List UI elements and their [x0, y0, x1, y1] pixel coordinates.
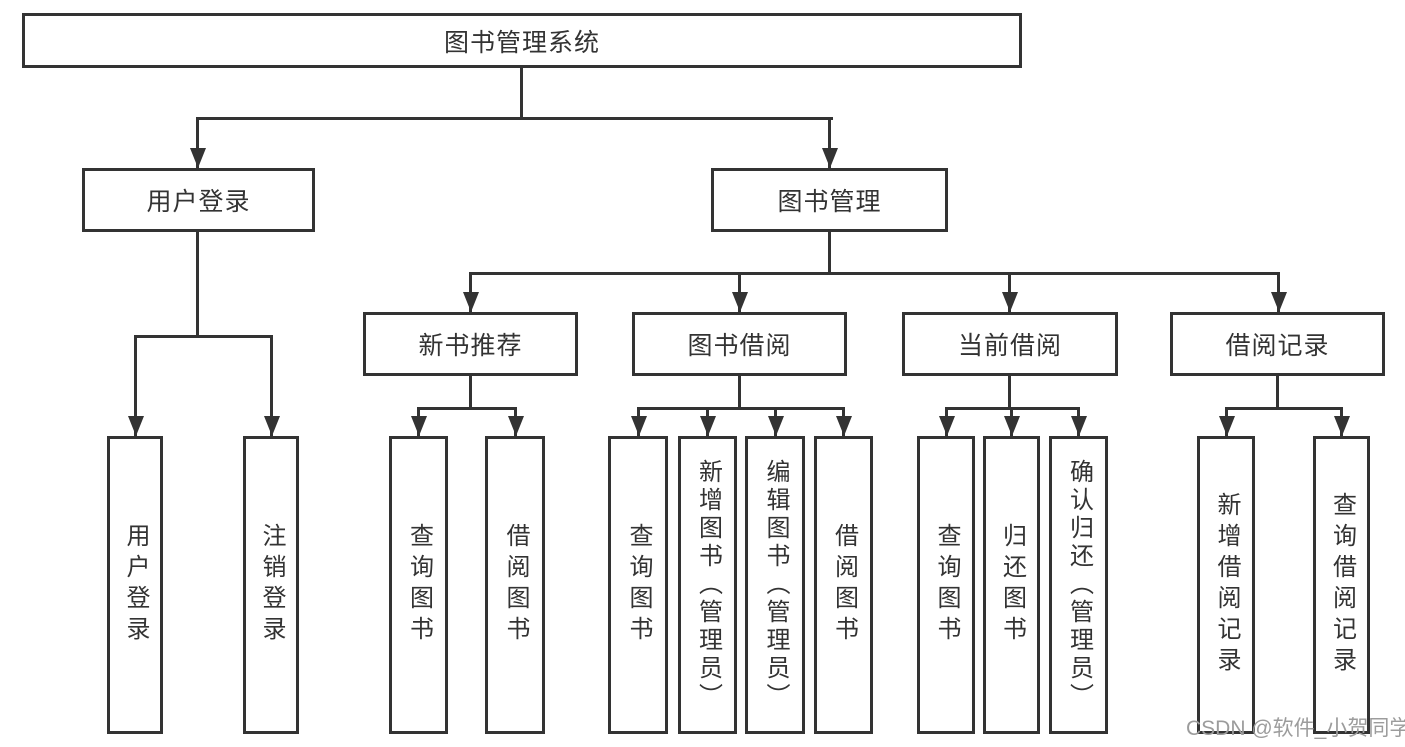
connector-arrow-down	[270, 335, 273, 436]
connector-arrow-down	[738, 272, 741, 312]
connector-arrow-down	[1225, 407, 1228, 436]
connector-arrow-down	[469, 272, 472, 312]
connector-line	[1276, 376, 1279, 407]
connector-arrow-down	[842, 407, 845, 436]
connector-line	[1225, 407, 1343, 410]
connector-arrow-down	[706, 407, 709, 436]
leaf-query-books-borrowing: 查询图书	[608, 436, 668, 734]
node-label: 用户登录	[122, 523, 149, 647]
leaf-confirm-return-admin: 确认归还（管理员）	[1049, 436, 1108, 734]
connector-line	[469, 272, 1280, 275]
node-label: 查询借阅记录	[1328, 492, 1356, 678]
connector-line	[196, 232, 199, 335]
connector-arrow-down	[945, 407, 948, 436]
leaf-return-books: 归还图书	[983, 436, 1040, 734]
node-current-borrowing: 当前借阅	[902, 312, 1118, 376]
node-book-management: 图书管理	[711, 168, 948, 232]
connector-line	[134, 335, 273, 338]
connector-line	[1008, 376, 1011, 407]
node-label: 用户登录	[146, 188, 251, 216]
leaf-borrow-books-borrowing: 借阅图书	[814, 436, 873, 734]
leaf-edit-books-admin: 编辑图书（管理员）	[745, 436, 805, 734]
connector-line	[828, 232, 831, 272]
node-label: 查询图书	[625, 523, 652, 647]
connector-arrow-down	[1277, 272, 1280, 312]
leaf-add-books-admin: 新增图书（管理员）	[678, 436, 737, 734]
node-label: 查询图书	[405, 523, 433, 647]
connector-arrow-down	[417, 407, 420, 436]
node-label: 借阅图书	[830, 523, 858, 647]
connector-arrow-down	[1077, 407, 1080, 436]
connector-arrow-down	[134, 335, 137, 436]
node-new-book-recommend: 新书推荐	[363, 312, 578, 376]
leaf-query-borrow-record: 查询借阅记录	[1313, 436, 1370, 734]
leaf-query-books-recommend: 查询图书	[389, 436, 448, 734]
connector-line	[738, 376, 741, 407]
connector-arrow-down	[514, 407, 517, 436]
node-label: 新增借阅记录	[1213, 492, 1240, 678]
node-borrow-records: 借阅记录	[1170, 312, 1385, 376]
node-label: 借阅记录	[1225, 332, 1330, 360]
node-book-borrowing: 图书借阅	[632, 312, 847, 376]
csdn-watermark: CSDN @软件_小贺同学	[1186, 717, 1405, 740]
connector-line	[469, 376, 472, 407]
connector-arrow-down	[1008, 272, 1011, 312]
node-user-login: 用户登录	[82, 168, 315, 232]
connector-line	[417, 407, 517, 410]
connector-arrow-down	[828, 117, 831, 168]
node-label: 归还图书	[998, 523, 1026, 647]
node-label: 图书管理	[777, 188, 882, 216]
leaf-user-login: 用户登录	[107, 436, 163, 734]
connector-arrow-down	[1340, 407, 1343, 436]
connector-line	[637, 407, 845, 410]
node-label: 图书管理系统	[443, 28, 600, 57]
node-label: 图书借阅	[687, 332, 792, 360]
node-label: 当前借阅	[957, 332, 1062, 360]
node-label: 查询图书	[933, 523, 960, 647]
leaf-query-books-current: 查询图书	[917, 436, 975, 734]
connector-arrow-down	[1010, 407, 1013, 436]
leaf-add-borrow-record: 新增借阅记录	[1197, 436, 1255, 734]
node-label: 注销登录	[258, 523, 285, 647]
node-label: 编辑图书（管理员）	[762, 459, 789, 711]
node-label: 确认归还（管理员）	[1065, 459, 1093, 711]
leaf-borrow-books-recommend: 借阅图书	[485, 436, 545, 734]
leaf-logout: 注销登录	[243, 436, 299, 734]
connector-arrow-down	[637, 407, 640, 436]
connector-arrow-down	[774, 407, 777, 436]
node-label: 新书推荐	[418, 332, 523, 360]
connector-line	[520, 68, 523, 117]
node-library-management-system: 图书管理系统	[22, 13, 1022, 68]
connector-arrow-down	[196, 117, 199, 168]
connector-line	[197, 117, 833, 120]
node-label: 借阅图书	[502, 523, 529, 647]
node-label: 新增图书（管理员）	[694, 459, 722, 711]
